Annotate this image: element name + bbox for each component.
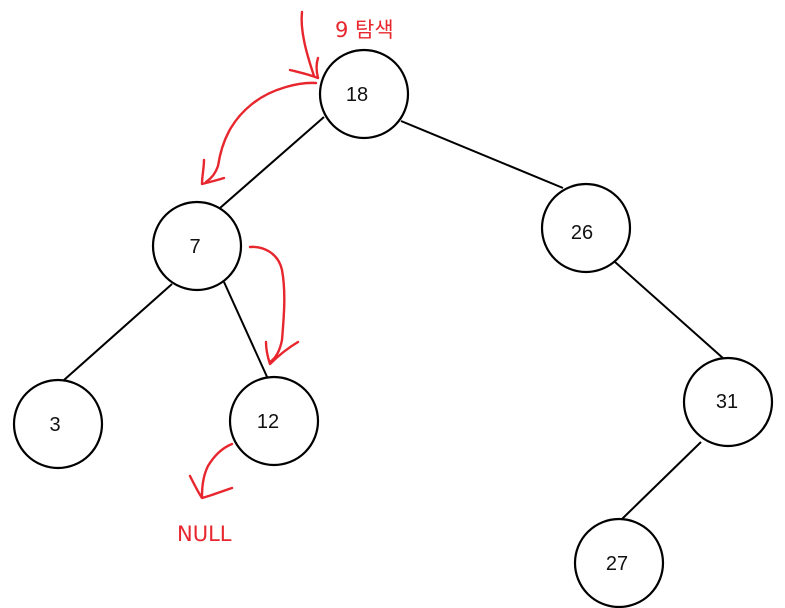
tree-node-26: 26 [540,182,632,274]
tree-node-27: 27 [573,517,665,608]
curved-arrow-7-to-12-icon [248,245,300,366]
curved-arrow-12-to-null-icon [188,442,234,500]
node-label: 26 [571,222,593,244]
node-circle [540,182,632,274]
edge-18-7 [219,116,325,209]
search-label: 9 탐색 [335,18,394,42]
node-label: 7 [189,236,200,258]
node-circle [12,378,104,470]
tree-node-7: 7 [151,200,243,292]
tree-node-18: 18 [318,48,410,140]
node-label: 3 [49,414,60,436]
tree-edges [63,116,725,520]
entry-arrow-icon [288,10,320,80]
edge-18-26 [400,120,564,189]
node-label: 18 [346,84,368,106]
node-circle [151,200,243,292]
search-path-annotations: 9 탐색 NULL [177,10,394,546]
node-label: 27 [606,553,628,575]
edge-31-27 [621,441,702,520]
node-circle [682,356,774,448]
tree-node-3: 3 [12,378,104,470]
null-label: NULL [177,522,232,546]
tree-node-12: 12 [228,375,320,467]
node-label: 12 [257,411,279,433]
tree-node-31: 31 [682,356,774,448]
edge-7-3 [63,283,173,381]
node-label: 31 [716,391,738,413]
edge-7-12 [223,281,269,380]
node-circle [573,517,665,608]
node-circle [228,375,320,467]
node-circle [318,48,410,140]
edge-26-31 [614,261,725,360]
curved-arrow-18-to-7-icon [200,81,318,186]
